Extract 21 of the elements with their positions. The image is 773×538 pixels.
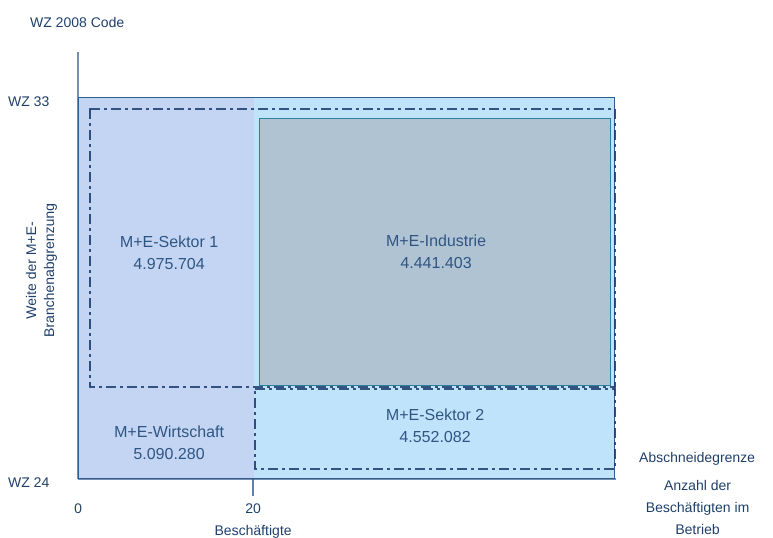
axis-tick-label: 20 xyxy=(244,499,262,517)
region-outline xyxy=(89,108,616,388)
value-label: 4.975.704 xyxy=(132,255,206,275)
axis-tick-label: 0 xyxy=(73,499,83,517)
value-label: 4.441.403 xyxy=(399,254,473,274)
region-label: M+E-Sektor 1 xyxy=(118,233,220,253)
value-label: 4.552.082 xyxy=(398,428,472,448)
region-box xyxy=(78,97,615,479)
region-box xyxy=(259,118,611,386)
axis-title: Anzahl der Beschäftigten im Betrieb xyxy=(644,476,750,538)
region-label: M+E-Industrie xyxy=(384,232,488,252)
region-outline xyxy=(254,388,616,470)
axis-title: Beschäftigte xyxy=(213,521,293,538)
axis-title: WZ 2008 Code xyxy=(30,13,126,31)
axis-tick-label: WZ 24 xyxy=(8,473,50,491)
axis-title: Weite der M+E-Branchenabgrenzung xyxy=(22,202,58,339)
axis-tick-label: WZ 33 xyxy=(8,92,50,110)
region-label: M+E-Sektor 2 xyxy=(384,406,486,426)
threshold-label: Abschneidegrenze xyxy=(638,448,756,467)
value-label: 5.090.280 xyxy=(132,445,206,465)
region-label: M+E-Wirtschaft xyxy=(113,423,225,443)
